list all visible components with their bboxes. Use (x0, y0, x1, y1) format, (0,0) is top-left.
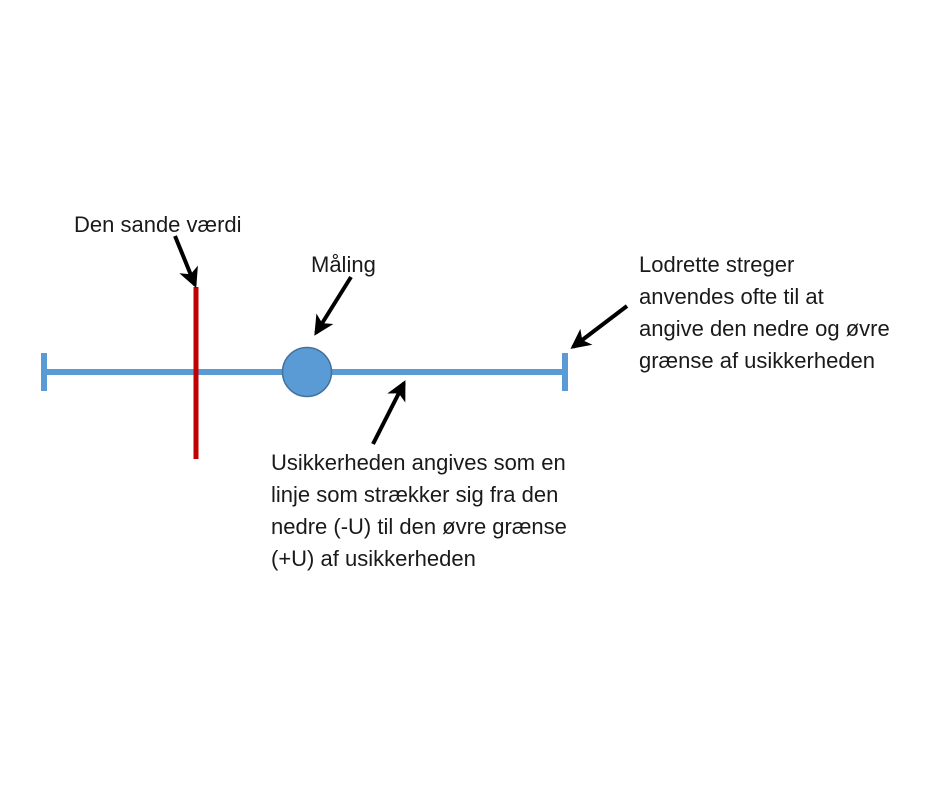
arrow-to-uncertainty-line (371, 380, 406, 445)
arrow-to-true-value (173, 235, 198, 288)
arrow-to-measurement (314, 275, 353, 336)
label-measurement: Måling (311, 252, 376, 277)
label-uncertainty-line-explanation: Usikkerheden angives som en linje som st… (271, 450, 567, 571)
label-true-value: Den sande værdi (74, 212, 242, 237)
label-vertical-bars-explanation: Lodrette streger anvendes ofte til at an… (639, 252, 890, 373)
arrow-to-vertical-bar (570, 304, 629, 349)
measurement-circle (281, 346, 333, 398)
